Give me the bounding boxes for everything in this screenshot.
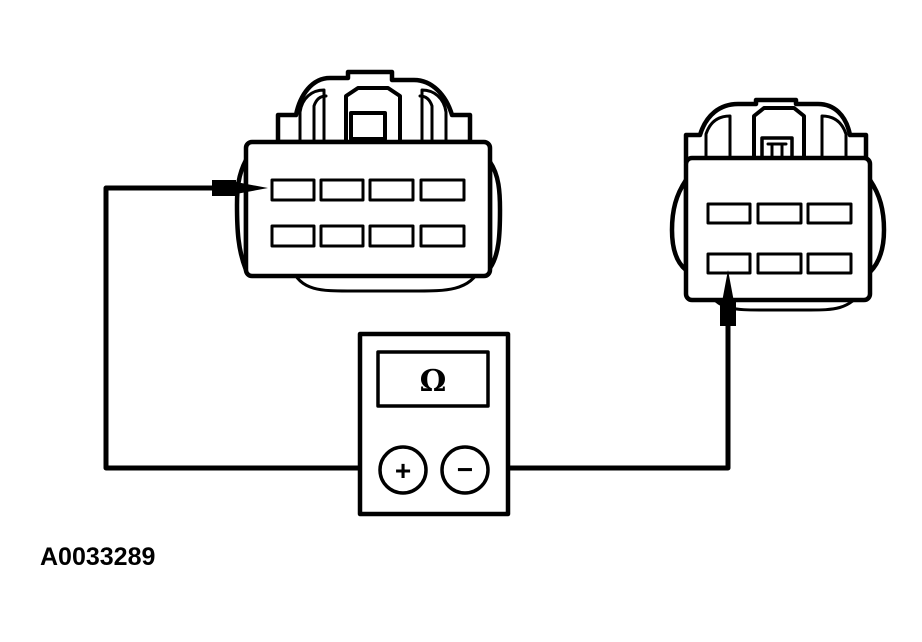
ohmmeter: Ω + − xyxy=(357,331,511,517)
positive-terminal-label: + xyxy=(395,455,411,486)
right-connector xyxy=(669,97,887,312)
figure-id-label: A0033289 xyxy=(40,543,155,571)
negative-terminal-label: − xyxy=(457,454,473,485)
right-connector-terminals xyxy=(706,202,853,275)
negative-terminal xyxy=(440,445,490,495)
left-connector-terminals xyxy=(270,178,466,248)
ohm-symbol: Ω xyxy=(420,364,447,399)
left-connector xyxy=(234,69,503,293)
positive-test-lead xyxy=(103,180,383,471)
meter-display xyxy=(376,350,490,408)
negative-test-lead xyxy=(485,270,736,471)
positive-terminal xyxy=(378,445,428,495)
